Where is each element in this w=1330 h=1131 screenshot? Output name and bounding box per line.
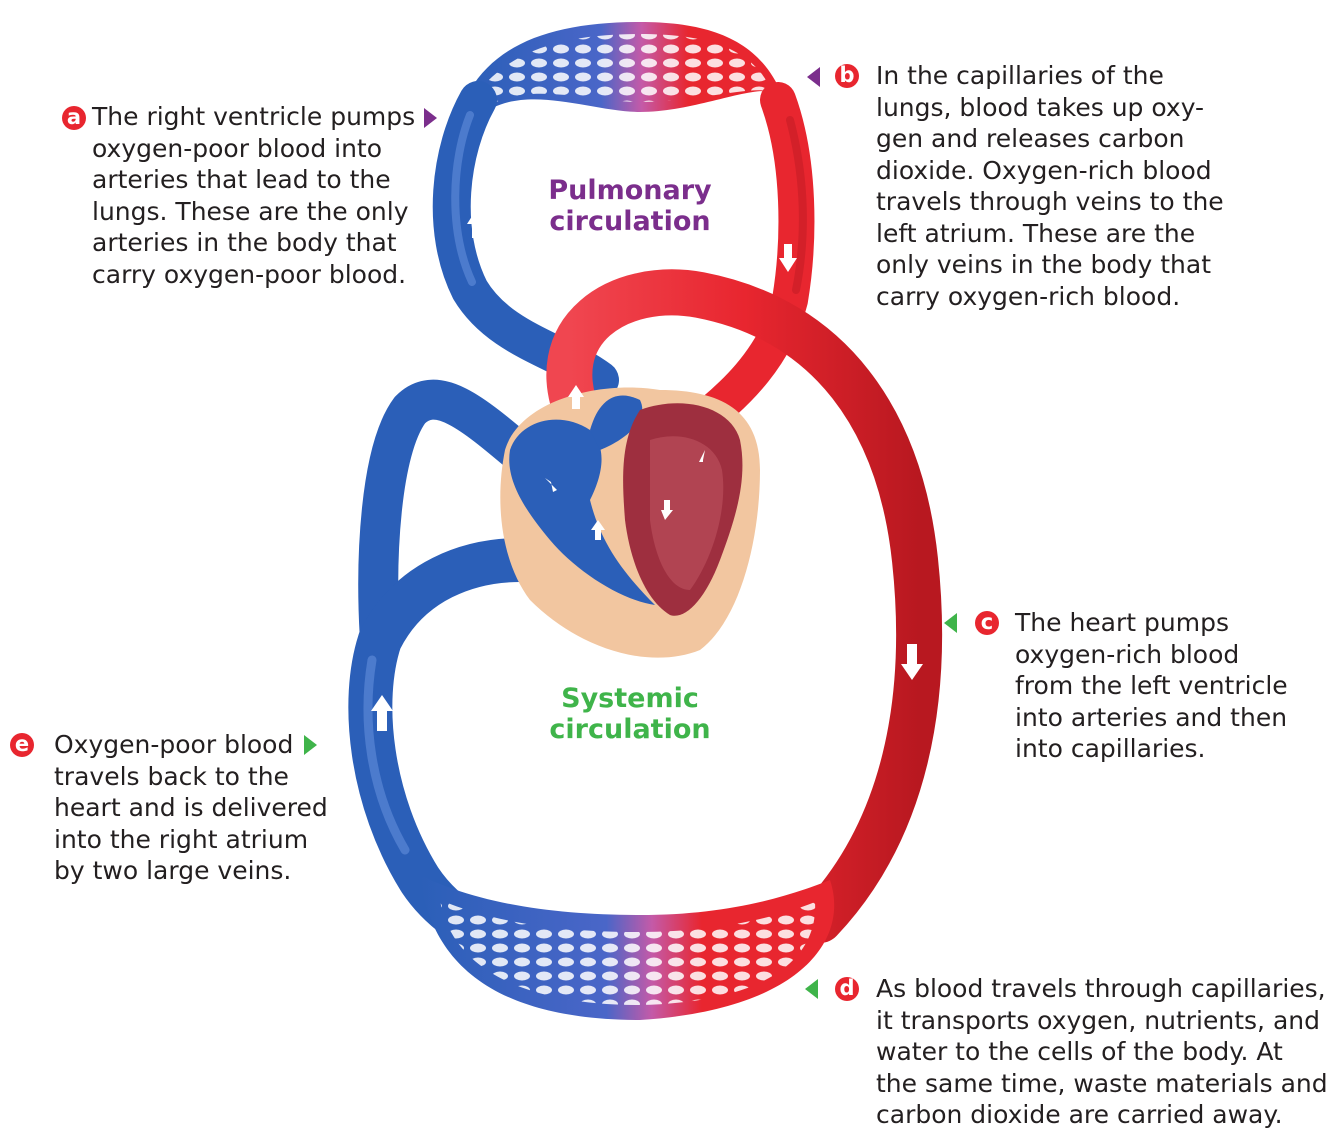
callout-a-line: lungs. These are the only: [92, 196, 415, 228]
callout-d-line: As blood travels through capillaries,: [876, 973, 1328, 1005]
callout-d-line: the same time, waste materials and: [876, 1068, 1328, 1100]
callout-c-text: The heart pumps oxygen-rich blood from t…: [1015, 607, 1288, 765]
callout-e-line: Oxygen-poor blood: [54, 729, 328, 761]
callout-c-badge: c: [975, 611, 999, 635]
pulmonary-capillary-bed: [470, 22, 782, 118]
callout-e-line: heart and is delivered: [54, 792, 328, 824]
callout-b-line: dioxide. Oxygen-rich blood: [876, 155, 1224, 187]
callout-e-text: Oxygen-poor blood travels back to the he…: [54, 729, 328, 887]
callout-a-pointer-icon: [424, 108, 437, 128]
systemic-label-line-1: Systemic: [545, 683, 715, 714]
callout-e-line: travels back to the: [54, 761, 328, 793]
callout-d-line: carbon dioxide are carried away.: [876, 1099, 1328, 1131]
callout-c-line: from the left ventricle: [1015, 670, 1288, 702]
callout-b-line: lungs, blood takes up oxy-: [876, 92, 1224, 124]
callout-d-badge: d: [835, 977, 859, 1001]
callout-b-pointer-icon: [807, 67, 820, 87]
callout-b-line: left atrium. These are the: [876, 218, 1224, 250]
callout-b-badge: b: [835, 64, 859, 88]
pulmonary-label-line-1: Pulmonary: [545, 175, 715, 206]
callout-e-badge: e: [10, 733, 34, 757]
pulmonary-label-line-2: circulation: [545, 206, 715, 237]
systemic-circulation-label: Systemic circulation: [545, 683, 715, 745]
pulmonary-vein: [690, 100, 796, 430]
callout-c-line: into arteries and then: [1015, 702, 1288, 734]
callout-a-text: The right ventricle pumps oxygen-poor bl…: [92, 101, 415, 290]
callout-b-line: travels through veins to the: [876, 186, 1224, 218]
callout-d-line: water to the cells of the body. At: [876, 1036, 1328, 1068]
callout-b-text: In the capillaries of the lungs, blood t…: [876, 60, 1224, 312]
callout-d-text: As blood travels through capillaries, it…: [876, 973, 1328, 1131]
callout-b-line: In the capillaries of the: [876, 60, 1224, 92]
callout-a-line: arteries that lead to the: [92, 164, 415, 196]
callout-c-line: into capillaries.: [1015, 733, 1288, 765]
callout-b-line: only veins in the body that: [876, 249, 1224, 281]
callout-e-line: by two large veins.: [54, 855, 328, 887]
inferior-vena-cava: [370, 560, 520, 940]
callout-a-line: arteries in the body that: [92, 227, 415, 259]
callout-c-line: oxygen-rich blood: [1015, 639, 1288, 671]
callout-b-line: gen and releases carbon: [876, 123, 1224, 155]
callout-c-line: The heart pumps: [1015, 607, 1288, 639]
callout-a-badge: a: [62, 106, 86, 130]
callout-d-line: it transports oxygen, nutrients, and: [876, 1005, 1328, 1037]
callout-a-line: carry oxygen-poor blood.: [92, 259, 415, 291]
callout-a-line: The right ventricle pumps: [92, 101, 415, 133]
systemic-capillary-bed: [420, 875, 834, 1020]
callout-c-pointer-icon: [944, 613, 957, 633]
pulmonary-circulation-label: Pulmonary circulation: [545, 175, 715, 237]
callout-a-line: oxygen-poor blood into: [92, 133, 415, 165]
callout-e-line: into the right atrium: [54, 824, 328, 856]
heart: [500, 388, 760, 658]
systemic-label-line-2: circulation: [545, 714, 715, 745]
callout-d-pointer-icon: [805, 979, 818, 999]
callout-e-pointer-icon: [304, 735, 317, 755]
callout-b-line: carry oxygen-rich blood.: [876, 281, 1224, 313]
